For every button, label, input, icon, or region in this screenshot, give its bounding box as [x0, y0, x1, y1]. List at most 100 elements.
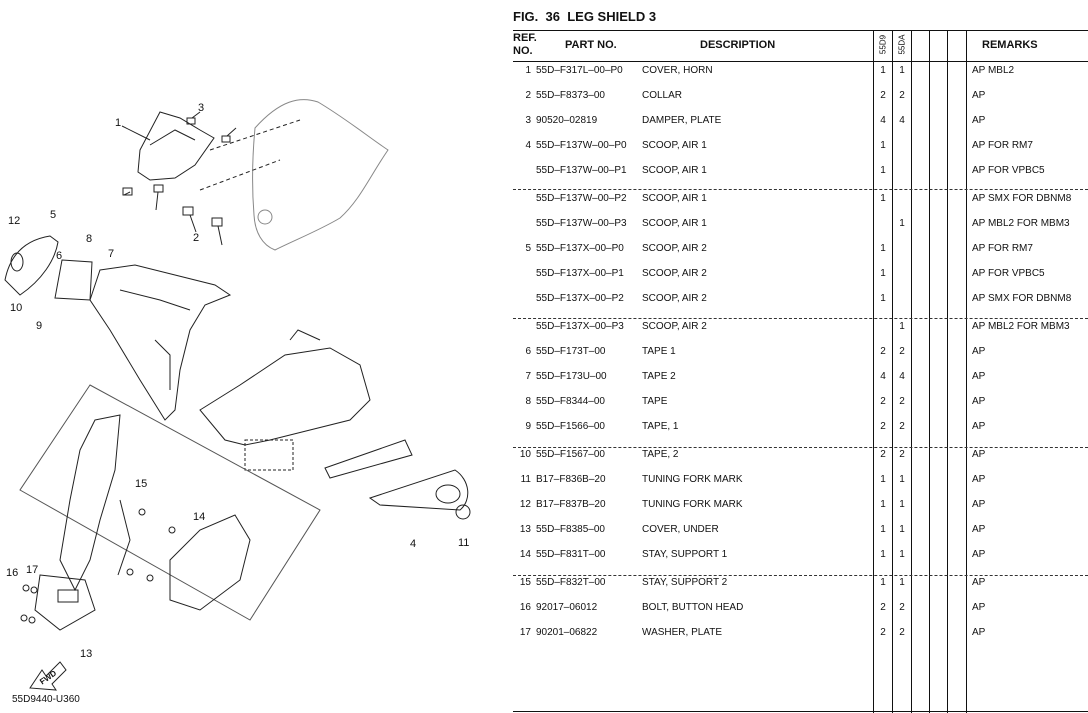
- callout-12: 12: [8, 215, 21, 227]
- qty-55da-cell: 2: [899, 602, 905, 613]
- part-no-cell: B17–F837B–20: [536, 499, 606, 510]
- ref-no-cell: 6: [525, 346, 531, 357]
- header-ref-no-2: NO.: [513, 45, 533, 57]
- description-cell: STAY, SUPPORT 1: [642, 549, 728, 560]
- part-no-cell: 55D–F137W–00–P3: [536, 218, 627, 229]
- description-cell: SCOOP, AIR 2: [642, 293, 707, 304]
- description-cell: BOLT, BUTTON HEAD: [642, 602, 744, 613]
- description-cell: TAPE, 1: [642, 421, 679, 432]
- qty-55d9-cell: 1: [880, 165, 886, 176]
- part-no-cell: 90201–06822: [536, 627, 598, 638]
- ref-no-cell: 1: [525, 65, 531, 76]
- remarks-cell: AP: [972, 421, 986, 432]
- description-cell: DAMPER, PLATE: [642, 115, 722, 126]
- figure-label: FIG.: [513, 9, 539, 24]
- figure-title: FIG. 36 LEG SHIELD 3: [513, 9, 656, 24]
- qty-55d9-cell: 2: [880, 627, 886, 638]
- qty-55d9-cell: 4: [880, 115, 886, 126]
- description-cell: COVER, UNDER: [642, 524, 719, 535]
- qty-55d9-cell: 4: [880, 371, 886, 382]
- group-separator: [513, 189, 1088, 190]
- col-rule: [947, 30, 948, 713]
- part-no-cell: 55D–F137X–00–P0: [536, 243, 624, 254]
- qty-55da-cell: 2: [899, 627, 905, 638]
- qty-55d9-cell: 2: [880, 602, 886, 613]
- qty-55d9-cell: 1: [880, 268, 886, 279]
- description-cell: SCOOP, AIR 2: [642, 268, 707, 279]
- callout-2: 2: [193, 232, 200, 244]
- remarks-cell: AP: [972, 115, 986, 126]
- part-no-cell: 55D–F137X–00–P2: [536, 293, 624, 304]
- remarks-cell: AP SMX FOR DBNM8: [972, 293, 1072, 304]
- table-top-rule: [513, 30, 1088, 31]
- parts-diagram: 1 2 3 4 5 6 7 8 9 10 11 12 13 14 15 16 1…: [0, 0, 510, 713]
- remarks-cell: AP FOR RM7: [972, 140, 1033, 151]
- description-cell: SCOOP, AIR 1: [642, 218, 707, 229]
- qty-55da-cell: 4: [899, 115, 905, 126]
- ref-no-cell: 10: [519, 449, 531, 460]
- part-no-cell: 55D–F8373–00: [536, 90, 605, 101]
- qty-55d9-cell: 1: [880, 524, 886, 535]
- description-cell: TAPE 1: [642, 346, 676, 357]
- ref-no-cell: 5: [525, 243, 531, 254]
- part-no-cell: 55D–F8344–00: [536, 396, 605, 407]
- description-cell: COLLAR: [642, 90, 683, 101]
- remarks-cell: AP FOR RM7: [972, 243, 1033, 254]
- qty-55da-cell: 1: [899, 499, 905, 510]
- ref-no-cell: 3: [525, 115, 531, 126]
- callout-14: 14: [193, 511, 206, 523]
- part-no-cell: 55D–F8385–00: [536, 524, 605, 535]
- group-separator: [513, 575, 1088, 576]
- part-no-cell: 55D–F832T–00: [536, 577, 606, 588]
- part-no-cell: 55D–F137W–00–P1: [536, 165, 627, 176]
- qty-55d9-cell: 1: [880, 65, 886, 76]
- qty-55da-cell: 1: [899, 524, 905, 535]
- part-no-cell: 55D–F1567–00: [536, 449, 605, 460]
- ref-no-cell: 16: [519, 602, 531, 613]
- exploded-view-drawing: [4, 99, 471, 691]
- part-no-cell: 55D–F173T–00: [536, 346, 606, 357]
- col-rule: [892, 30, 893, 713]
- qty-55d9-cell: 1: [880, 474, 886, 485]
- callout-3: 3: [198, 102, 205, 114]
- figure-number: 36: [545, 9, 560, 24]
- ref-no-cell: 4: [525, 140, 531, 151]
- ref-no-cell: 17: [519, 627, 531, 638]
- callout-7: 7: [108, 248, 115, 260]
- qty-55da-cell: 2: [899, 396, 905, 407]
- description-cell: SCOOP, AIR 1: [642, 193, 707, 204]
- callout-9: 9: [36, 320, 43, 332]
- col-rule: [911, 30, 912, 713]
- remarks-cell: AP: [972, 371, 986, 382]
- remarks-cell: AP FOR VPBC5: [972, 165, 1045, 176]
- part-no-cell: 55D–F137W–00–P2: [536, 193, 627, 204]
- qty-55d9-cell: 1: [880, 140, 886, 151]
- header-description: DESCRIPTION: [700, 39, 776, 51]
- description-cell: TAPE 2: [642, 371, 676, 382]
- header-part-no: PART NO.: [565, 39, 617, 51]
- qty-55d9-cell: 1: [880, 577, 886, 588]
- part-no-cell: 55D–F137W–00–P0: [536, 140, 627, 151]
- description-cell: COVER, HORN: [642, 65, 713, 76]
- remarks-cell: AP: [972, 396, 986, 407]
- part-no-cell: 55D–F317L–00–P0: [536, 65, 623, 76]
- description-cell: TUNING FORK MARK: [642, 474, 743, 485]
- qty-55d9-cell: 2: [880, 421, 886, 432]
- qty-55da-cell: 2: [899, 449, 905, 460]
- ref-no-cell: 2: [525, 90, 531, 101]
- qty-55d9-cell: 1: [880, 549, 886, 560]
- remarks-cell: AP MBL2: [972, 65, 1015, 76]
- ref-no-cell: 12: [519, 499, 531, 510]
- part-no-cell: 92017–06012: [536, 602, 598, 613]
- description-cell: SCOOP, AIR 2: [642, 243, 707, 254]
- header-remarks: REMARKS: [982, 39, 1038, 51]
- table-bottom-rule: [513, 711, 1088, 712]
- qty-55da-cell: 1: [899, 474, 905, 485]
- description-cell: SCOOP, AIR 1: [642, 165, 707, 176]
- ref-no-cell: 13: [519, 524, 531, 535]
- callout-15: 15: [135, 478, 148, 490]
- callout-16: 16: [6, 567, 19, 579]
- qty-55d9-cell: 1: [880, 243, 886, 254]
- header-model-55d9: 55D9: [878, 34, 888, 55]
- description-cell: TUNING FORK MARK: [642, 499, 743, 510]
